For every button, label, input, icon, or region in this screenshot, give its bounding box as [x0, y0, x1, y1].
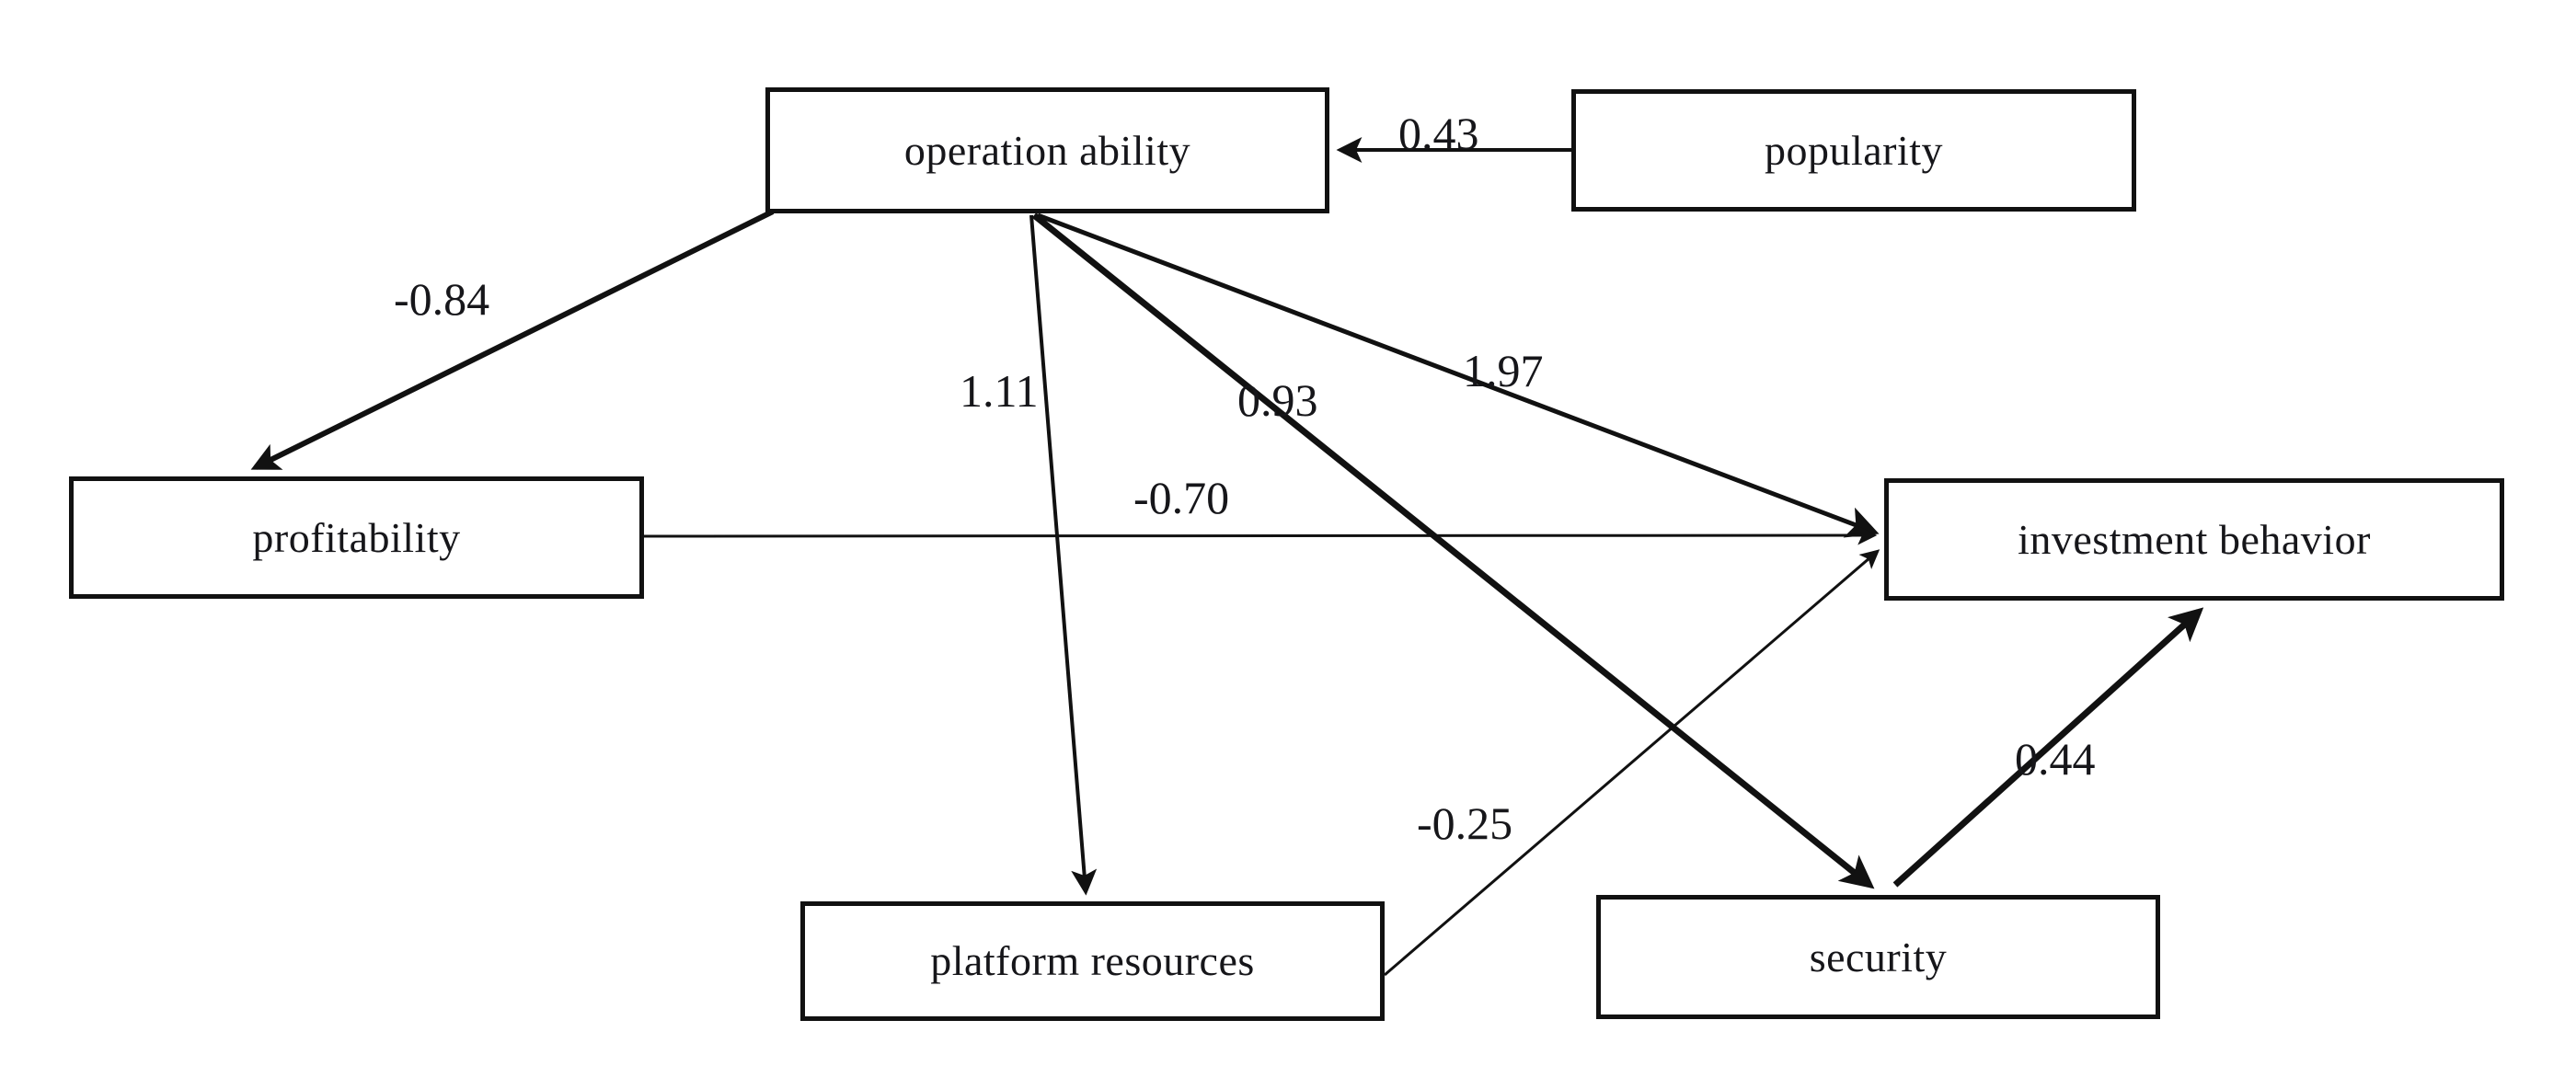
edge-label-operation-ability-to-security: 0.93 — [1237, 374, 1318, 426]
node-popularity[interactable]: popularity — [1571, 89, 2136, 212]
node-operation-ability[interactable]: operation ability — [765, 87, 1329, 213]
node-label-popularity: popularity — [1764, 126, 1944, 174]
edge-label-operation-ability-to-platform-resources: 1.11 — [960, 365, 1039, 417]
edge-lines — [250, 137, 2204, 977]
edge-label-profitability-to-investment-behavior: -0.70 — [1133, 472, 1230, 523]
edge-label-operation-ability-to-profitability: -0.84 — [394, 273, 490, 325]
edge-label-operation-ability-to-investment-behavior: 1.97 — [1463, 345, 1544, 396]
node-label-profitability: profitability — [252, 513, 461, 561]
node-label-platform-resources: platform resources — [930, 937, 1255, 984]
node-investment-behavior[interactable]: investment behavior — [1884, 478, 2504, 601]
node-platform-resources[interactable]: platform resources — [800, 901, 1385, 1021]
edge-label-security-to-investment-behavior: 0.44 — [2015, 733, 2096, 785]
node-security[interactable]: security — [1596, 895, 2160, 1019]
edge-op_to_sec — [1031, 212, 1875, 889]
edge-op_to_prof — [250, 209, 775, 470]
edge-op_to_inv — [1037, 212, 1880, 538]
edge-op_to_plat — [1029, 214, 1098, 896]
node-label-security: security — [1809, 933, 1948, 980]
edge-label-platform-resources-to-investment-behavior: -0.25 — [1417, 797, 1513, 849]
node-profitability[interactable]: profitability — [69, 476, 644, 599]
edge-prof_to_inv — [643, 525, 1878, 545]
node-label-operation-ability: operation ability — [903, 126, 1191, 174]
node-label-investment-behavior: investment behavior — [2018, 515, 2371, 563]
edge-sec_to_inv — [1892, 607, 2204, 888]
edge-plat_to_inv — [1384, 549, 1880, 977]
edge-label-popularity-to-operation-ability: 0.43 — [1398, 108, 1479, 159]
